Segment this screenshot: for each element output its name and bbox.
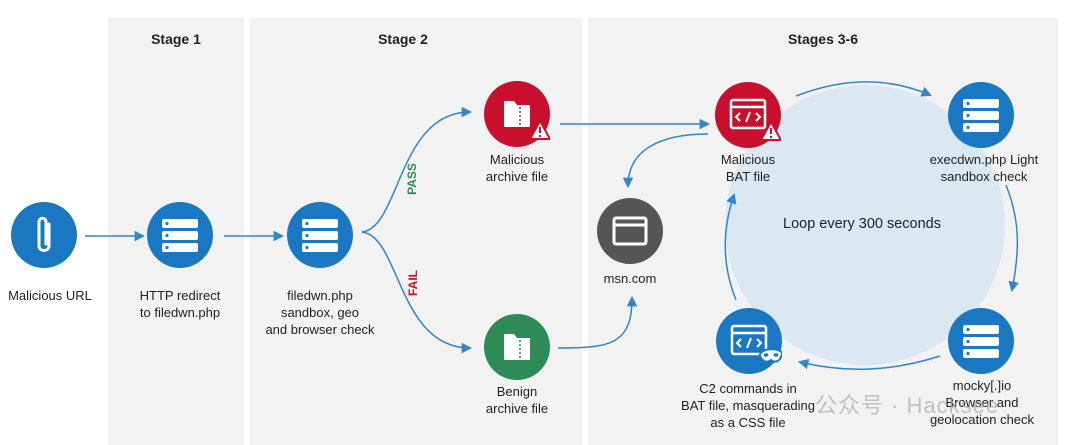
stage36-title: Stages 3-6: [787, 31, 859, 47]
benign-archive-node[interactable]: [484, 314, 550, 380]
server-icon: [147, 202, 213, 268]
stage2-title: Stage 2: [378, 31, 428, 47]
malicious-archive-node[interactable]: [484, 81, 550, 147]
paperclip-icon: [11, 202, 77, 268]
pass-label: PASS: [404, 163, 419, 195]
stage1-title: Stage 1: [151, 31, 201, 47]
bat-file-warning-icon: [715, 82, 781, 148]
bat-file-mask-icon: [716, 308, 782, 374]
arrow-pass-branch: [361, 106, 473, 233]
server-icon: [287, 202, 353, 268]
arrow-bat-to-execdwn: [795, 81, 932, 97]
archive-icon: [484, 314, 550, 380]
browser-window-icon: [597, 198, 663, 264]
malicious-bat-node[interactable]: [715, 82, 781, 148]
fail-label: FAIL: [406, 270, 420, 296]
watermark: 公众号 · Hacksee: [815, 393, 1000, 418]
arrow-benign-to-msn: [557, 295, 638, 349]
filedwn-node[interactable]: [287, 202, 353, 268]
arrow-fail-branch: [361, 231, 473, 354]
mocky-node[interactable]: [948, 308, 1014, 374]
msn-node[interactable]: [597, 198, 663, 264]
server-icon: [948, 308, 1014, 374]
arrow-mocky-to-c2: [797, 355, 941, 371]
malicious-url-node[interactable]: [11, 202, 77, 268]
arrow-execdwn-to-mocky: [1005, 184, 1019, 293]
loop-label: Loop every 300 seconds: [783, 216, 941, 232]
archive-warning-icon: [484, 81, 550, 147]
c2-commands-node[interactable]: [716, 308, 782, 374]
http-redirect-node[interactable]: [147, 202, 213, 268]
loop-circle: [725, 85, 1005, 365]
execdwn-node[interactable]: [948, 82, 1014, 148]
malicious-url-label: Malicious URL: [8, 288, 92, 303]
server-icon: [948, 82, 1014, 148]
msn-label: msn.com: [603, 271, 657, 286]
arrow-bat-to-msn: [622, 133, 709, 189]
arrow-c2-to-bat: [724, 193, 737, 301]
